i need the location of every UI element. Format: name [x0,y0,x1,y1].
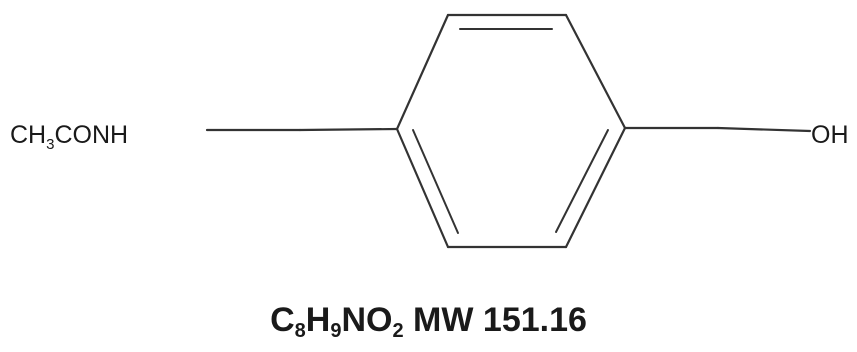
ring-double-bond-right [555,129,609,233]
bond-n-ring [298,127,399,132]
hydroxyl-label: OH [811,121,849,149]
formula-nitrogen-oxygen: NO [341,301,393,339]
formula-oxygen-count: 2 [392,320,404,342]
molecular-weight: MW 151.16 [413,301,587,339]
ring-bond-3 [564,13,627,130]
formula-carbon-count: 8 [294,320,306,342]
ring-bond-4 [564,126,627,249]
formula-carbon: C [270,301,295,339]
bond-o-link [716,126,812,133]
benzene-ring [395,13,627,249]
molecular-formula: C8H9NO2 MW 151.16 [0,300,857,342]
acetamido-label: CH3CONH [10,121,128,153]
ring-bond-1 [395,13,450,131]
formula-hydrogen-count: 9 [330,320,342,342]
ring-double-bond-left [412,129,459,234]
formula-hydrogen: H [305,301,331,339]
ring-bond-6 [395,127,450,249]
